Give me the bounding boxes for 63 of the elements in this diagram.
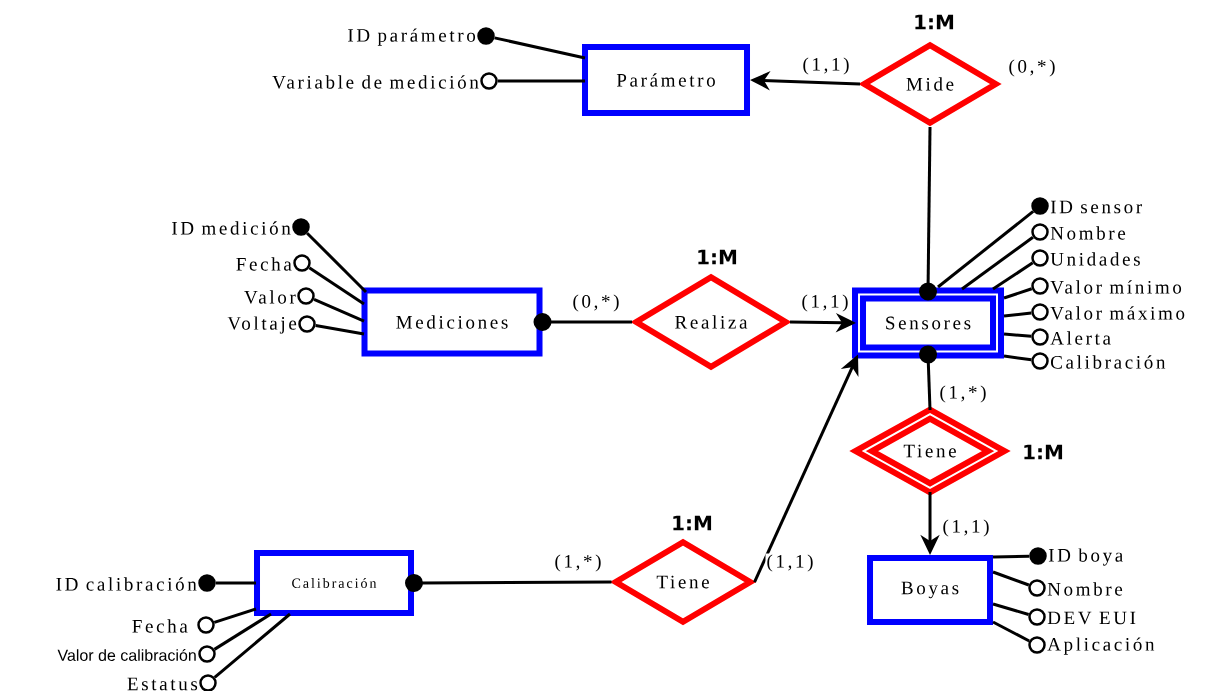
attribute-label: Calibración xyxy=(1051,355,1166,369)
entity-box: Mediciones xyxy=(361,287,543,357)
connector-line xyxy=(937,210,1035,289)
connector-line xyxy=(313,298,365,323)
connector-line xyxy=(213,612,291,679)
connector-line xyxy=(1003,332,1032,338)
entity-box: Calibración xyxy=(254,550,414,616)
edge-label: (1,1) xyxy=(765,553,815,573)
cardinality-label: 1:M xyxy=(673,515,712,531)
attribute-label: Valor de calibración xyxy=(57,649,196,661)
attribute-label: Valor xyxy=(244,290,296,304)
attribute-label: ID calibración xyxy=(56,577,197,591)
relationship-line xyxy=(919,126,937,301)
connector-line xyxy=(992,620,1030,643)
entity-box: Boyas xyxy=(867,555,993,625)
connector-line xyxy=(494,36,586,60)
attribute-label: ID boya xyxy=(1048,548,1123,566)
edge-label: (1,*) xyxy=(553,553,603,573)
attribute-label: Alerta xyxy=(1050,331,1111,345)
connector-line xyxy=(213,612,272,651)
edge-label: (1,1) xyxy=(800,293,850,313)
attribute-label: ID sensor xyxy=(1050,200,1142,214)
connector-line xyxy=(306,232,368,294)
edge-label: (1,1) xyxy=(801,56,851,76)
connector-line xyxy=(213,607,257,624)
cardinality-label: 1:M xyxy=(1024,444,1063,460)
attribute-label: Estatus xyxy=(127,677,198,691)
connector-line xyxy=(992,602,1030,616)
attribute-label: ID medición xyxy=(172,221,291,235)
connector-line xyxy=(1003,354,1032,362)
attribute-label: Voltaje xyxy=(227,316,297,334)
relationship-line xyxy=(533,313,632,331)
connector-line xyxy=(1003,287,1033,300)
attribute-label: Valor mínimo xyxy=(1050,280,1182,294)
edge-label: (1,1) xyxy=(941,518,991,538)
connector-line xyxy=(992,570,1030,587)
cardinality-label: 1:M xyxy=(915,14,954,30)
connector-line xyxy=(992,261,1034,291)
attribute-label: Variable de medición xyxy=(272,75,479,89)
connector-line xyxy=(215,581,256,585)
attribute-label: Nombre xyxy=(1047,582,1123,596)
entity-box: Sensores xyxy=(852,287,1004,359)
edge-label: (0,*) xyxy=(1007,58,1057,78)
cardinality-label: 1:M xyxy=(698,249,737,265)
connector-line xyxy=(1003,311,1032,318)
connector-line xyxy=(993,554,1030,559)
entity-box: Parámetro xyxy=(582,44,750,116)
attribute-label: Nombre xyxy=(1050,226,1126,240)
connector-line xyxy=(315,324,365,336)
edge-label: (1,*) xyxy=(938,384,988,404)
attribute-label: Valor máximo xyxy=(1050,306,1185,320)
connector-line xyxy=(497,79,585,83)
relationship-line xyxy=(405,574,612,592)
attribute-label: Fecha xyxy=(132,619,188,633)
edge-label: (0,*) xyxy=(571,293,621,313)
attribute-label: Unidades xyxy=(1050,252,1140,266)
attribute-label: DEV EUI xyxy=(1047,611,1136,625)
attribute-label: Aplicación xyxy=(1047,637,1155,655)
attribute-label: Fecha xyxy=(236,257,292,271)
relationship-line xyxy=(919,345,937,411)
connector-line xyxy=(308,266,365,306)
attribute-label: ID parámetro xyxy=(348,28,476,46)
connector-line xyxy=(961,235,1034,291)
